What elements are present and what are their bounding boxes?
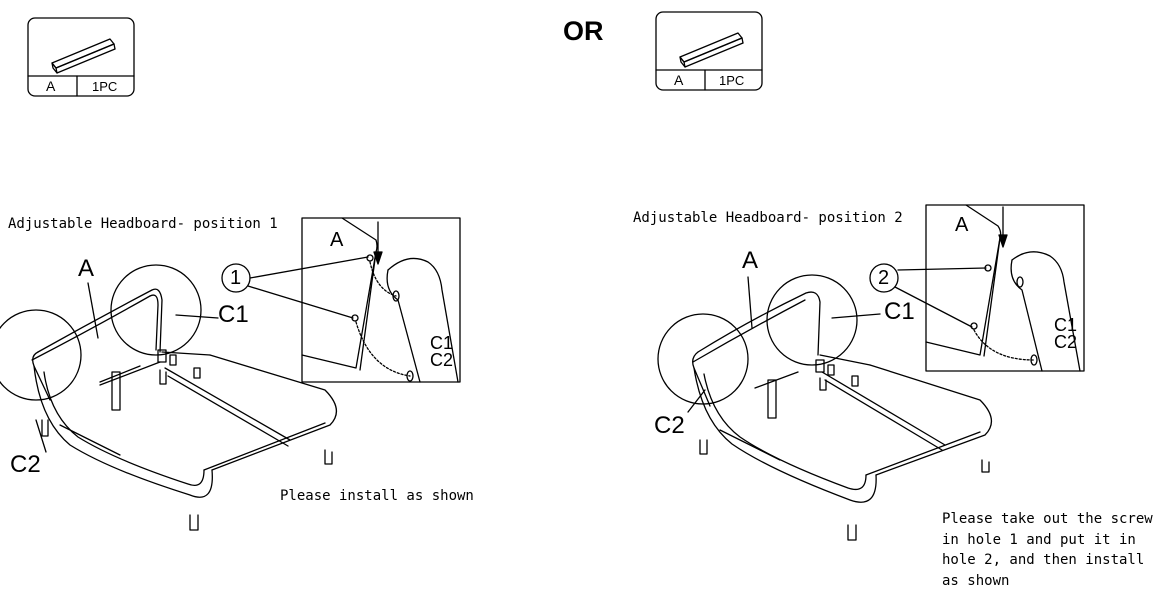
panel-1-detail-c1: C1 [430,333,454,353]
part-qty-2: 1PC [719,73,745,88]
panel-2-detail-c2: C2 [1054,332,1078,352]
panel-2-c2-label: C2 [654,412,685,439]
panel-2-part-label: A [742,247,759,274]
panel-1-c1-label: C1 [218,301,249,328]
panel-1-hole-number: 1 [230,267,242,289]
slat-icon [51,38,116,74]
panel-1-detail-part-label: A [330,229,344,251]
panel-2-detail-c1: C1 [1054,315,1078,335]
panel-1-c2-label: C2 [10,451,41,478]
part-box-2 [655,11,763,91]
part-code-1: A [46,78,56,94]
detail-box-position-1 [301,217,461,383]
zoom-circle-c1 [110,264,202,356]
panel-2-hole-number: 2 [878,267,890,289]
panel-1-note: Please install as shown [280,488,474,504]
panel-1-part-label: A [78,255,95,282]
slat-icon [679,32,744,68]
part-qty-1: 1PC [92,79,118,94]
panel-1-detail-c2: C2 [430,350,454,370]
hole-callout-1 [221,256,369,319]
panel-1-title: Adjustable Headboard- position 1 [8,216,278,232]
or-separator: OR [563,16,604,46]
zoom-circle-c2 [0,309,82,401]
detail-box-position-2 [925,204,1085,372]
panel-2-note: Please take out the screw in hole 1 and … [942,511,1153,589]
part-box-1 [27,17,135,97]
panel-2-detail-part-label: A [955,214,969,236]
zoom-circle-c1 [766,274,858,366]
panel-2-c1-label: C1 [884,298,915,325]
bed-drawing-position-2 [657,274,992,541]
bed-drawing-position-1 [0,264,337,531]
hole-callout-2 [869,263,987,328]
panel-2-title: Adjustable Headboard- position 2 [633,210,903,226]
part-code-2: A [674,72,684,88]
